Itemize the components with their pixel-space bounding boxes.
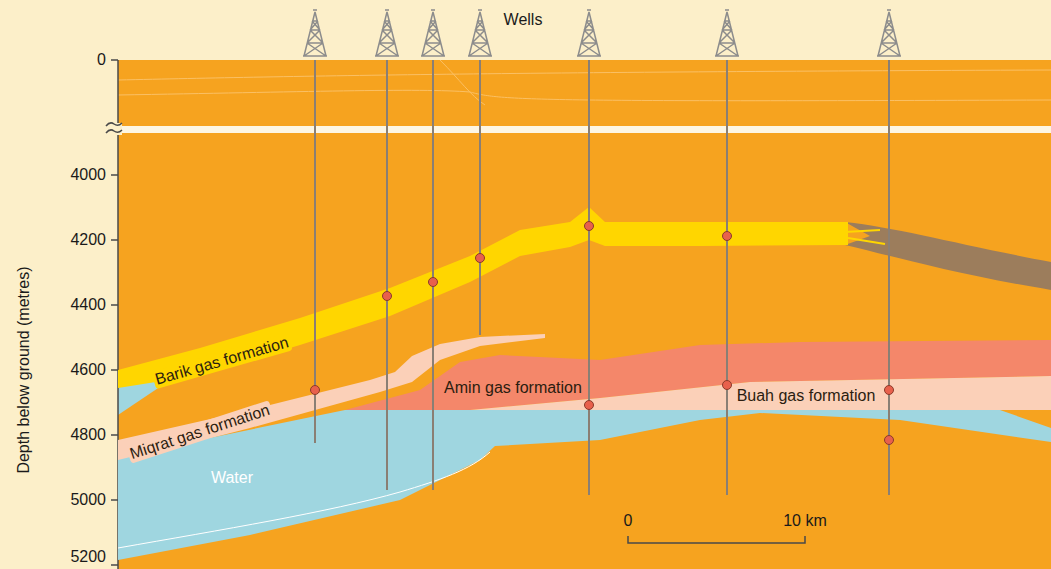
well-derrick (421, 10, 445, 56)
axis-tick (111, 174, 118, 176)
axis-tick-label: 4200 (70, 231, 106, 249)
water-band: Water (118, 410, 1051, 560)
formation-label: Water (209, 469, 255, 487)
axis-tick (111, 564, 118, 566)
well-derrick (375, 10, 399, 56)
band-outline (118, 410, 1051, 560)
gas-find-dot (476, 254, 485, 263)
axis-tick (111, 499, 118, 501)
axis-tick-label: 4000 (70, 166, 106, 184)
well-bore (386, 60, 388, 490)
axis-tick-label: 5000 (70, 491, 106, 509)
well-derrick (577, 10, 601, 56)
axis-tick-label: 4400 (70, 296, 106, 314)
wells-heading: Wells (504, 11, 543, 29)
axis-title: Depth below ground (metres) (15, 266, 33, 473)
axis-tick (111, 434, 118, 436)
well-derrick (715, 10, 739, 56)
formation-label: Buah gas formation (735, 387, 878, 405)
well-derrick (877, 10, 901, 56)
axis-tick-label: 0 (97, 51, 106, 69)
strata-line (118, 90, 1051, 100)
well-bore (588, 60, 590, 495)
gas-find-dot (885, 436, 894, 445)
axis-break-mark (106, 123, 122, 126)
axis-tick-label: 5200 (70, 548, 106, 566)
gas-find-dot (723, 381, 732, 390)
axis-tick-label: 4800 (70, 426, 106, 444)
well-bore (432, 60, 434, 490)
gas-find-dot (429, 278, 438, 287)
gas-find-dot (585, 401, 594, 410)
strata-line (118, 70, 1051, 80)
scale-label: 10 km (783, 512, 827, 530)
band-fill (470, 376, 1051, 410)
axis-break-band (118, 126, 1051, 133)
well-bore (726, 60, 728, 495)
band-fill (345, 340, 1051, 410)
axis-break-mark (106, 130, 122, 133)
axis-tick (111, 239, 118, 241)
well-bore (888, 60, 890, 495)
gas-find-dot (885, 386, 894, 395)
gas-find-dot (383, 292, 392, 301)
axis-tick (111, 59, 118, 61)
axis-tick (111, 304, 118, 306)
gas-find-dot (723, 232, 732, 241)
band-fill (118, 410, 1051, 560)
strata-line (440, 60, 485, 105)
scale-label: 0 (624, 512, 633, 530)
axis-tick-label: 4600 (70, 361, 106, 379)
well-derrick (468, 10, 492, 56)
axis-tick (111, 369, 118, 371)
well-derrick (303, 10, 327, 56)
interfinger-stroke (845, 230, 885, 244)
well-bore (479, 60, 481, 335)
rock-ground (118, 60, 1051, 569)
formation-label: Amin gas formation (442, 379, 584, 397)
gas-find-dot (311, 386, 320, 395)
scale-bar (628, 536, 805, 543)
gas-find-dot (585, 222, 594, 231)
shale-band (845, 222, 1051, 290)
water-contour (118, 452, 490, 548)
